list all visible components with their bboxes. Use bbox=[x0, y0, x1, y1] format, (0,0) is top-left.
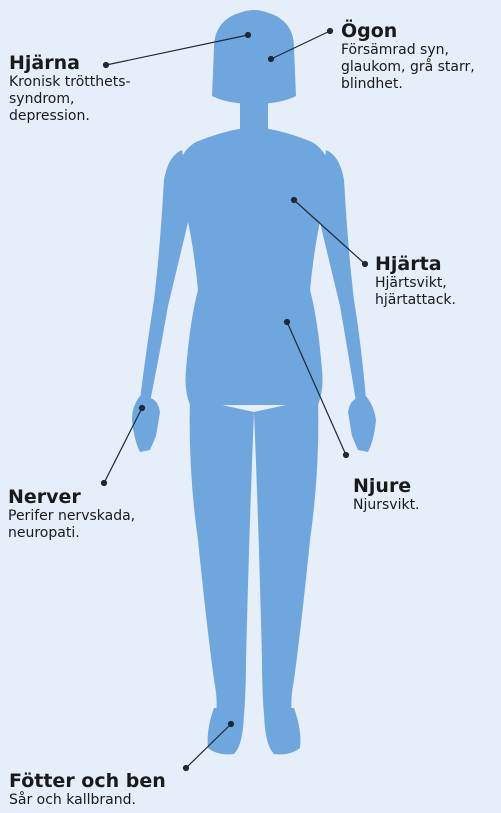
label-heart: Hjärta Hjärtsvikt, hjärtattack. bbox=[375, 253, 456, 309]
silhouette-left-leg bbox=[190, 398, 254, 715]
feet-title: Fötter och ben bbox=[9, 770, 166, 792]
feet-description: Sår och kallbrand. bbox=[9, 792, 166, 809]
leader-dot-nerves-label bbox=[102, 481, 107, 486]
leader-line-nerves bbox=[104, 408, 142, 483]
brain-description: Kronisk trötthets- syndrom, depression. bbox=[9, 74, 131, 125]
eyes-description: Försämrad syn, glaukom, grå starr, blind… bbox=[341, 42, 475, 93]
leader-dot-eyes-body bbox=[269, 57, 274, 62]
kidney-title: Njure bbox=[353, 475, 420, 497]
silhouette-left-foot bbox=[208, 708, 244, 754]
silhouette-torso bbox=[178, 128, 330, 405]
leader-dot-eyes-label bbox=[328, 29, 333, 34]
silhouette-right-arm bbox=[318, 150, 366, 402]
label-eyes: Ögon Försämrad syn, glaukom, grå starr, … bbox=[341, 20, 475, 93]
kidney-description: Njursvikt. bbox=[353, 497, 420, 514]
heart-title: Hjärta bbox=[375, 253, 456, 275]
leader-dot-brain-body bbox=[246, 33, 251, 38]
nerves-title: Nerver bbox=[8, 486, 135, 508]
silhouette-right-foot bbox=[264, 708, 300, 754]
leader-dot-heart-body bbox=[292, 198, 297, 203]
leader-dot-feet-body bbox=[229, 722, 234, 727]
silhouette-hair bbox=[212, 10, 296, 104]
leader-dot-kidney-body bbox=[285, 320, 290, 325]
label-feet: Fötter och ben Sår och kallbrand. bbox=[9, 770, 166, 809]
eyes-title: Ögon bbox=[341, 20, 475, 42]
leader-dot-nerves-body bbox=[140, 406, 145, 411]
human-silhouette bbox=[132, 10, 376, 754]
heart-description: Hjärtsvikt, hjärtattack. bbox=[375, 275, 456, 309]
silhouette-right-hand bbox=[348, 396, 376, 452]
label-nerves: Nerver Perifer nervskada, neuropati. bbox=[8, 486, 135, 542]
label-brain: Hjärna Kronisk trötthets- syndrom, depre… bbox=[9, 52, 131, 125]
silhouette-right-leg bbox=[254, 398, 318, 715]
leader-dot-heart-label bbox=[363, 262, 368, 267]
label-kidney: Njure Njursvikt. bbox=[353, 475, 420, 514]
silhouette-left-hand bbox=[132, 396, 160, 452]
nerves-description: Perifer nervskada, neuropati. bbox=[8, 508, 135, 542]
leader-dot-kidney-label bbox=[344, 453, 349, 458]
silhouette-left-arm bbox=[140, 150, 190, 402]
leader-dot-feet-label bbox=[184, 766, 189, 771]
brain-title: Hjärna bbox=[9, 52, 131, 74]
